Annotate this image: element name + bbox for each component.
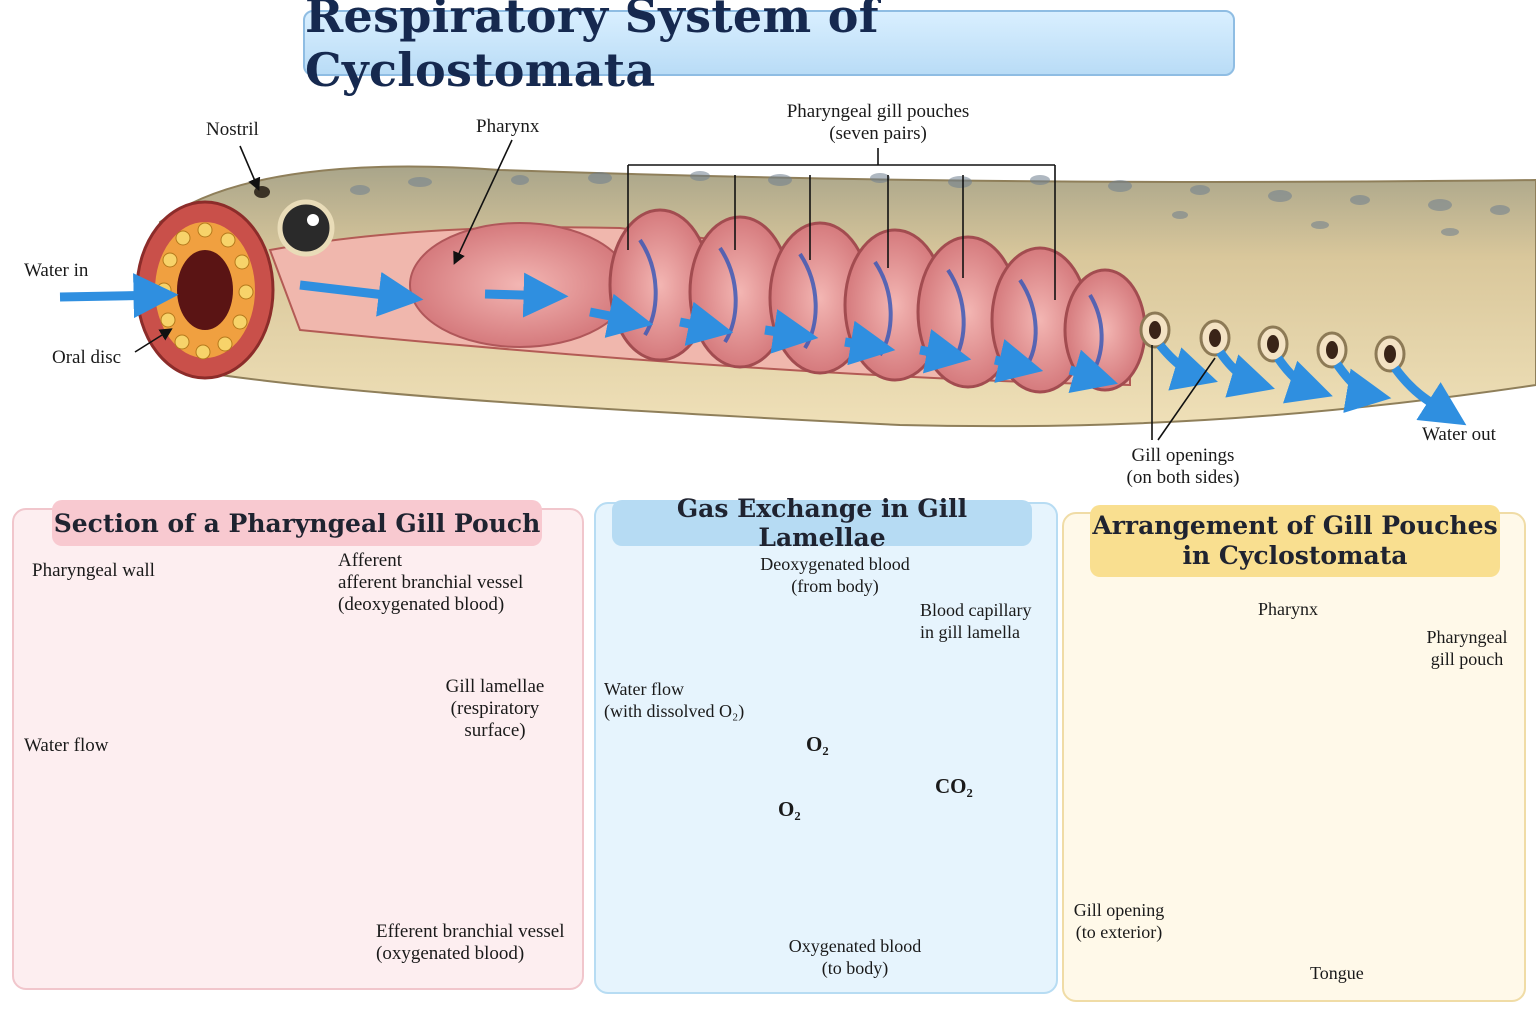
water-flow-arrows [59, 271, 1467, 426]
label-o2-lower: O₂ [778, 797, 801, 821]
main-leader-lines [134, 139, 1216, 441]
label-co2: CO₂ [935, 774, 973, 798]
label-pharynx-panel: Pharynx [1258, 599, 1318, 619]
label-deoxygenated-blood: Deoxygenated blood (from body) [760, 554, 910, 596]
label-oxygenated-blood: Oxygenated blood (to body) [788, 936, 922, 978]
title-banner: Respiratory System of Cyclostomata [303, 0, 1235, 97]
panel-title-arrangement: Arrangement of Gill Pouches in Cyclostom… [1090, 505, 1500, 577]
lamprey-body [59, 165, 1536, 428]
gill-openings [1139, 311, 1406, 373]
label-gill-lamellae: Gill lamellae (respiratory surface) [445, 676, 545, 741]
label-pharyngeal-gill-pouch: Pharyngeal gill pouch [1426, 627, 1508, 669]
label-efferent-vessel: Efferent branchial vessel (oxygenated bl… [376, 921, 565, 964]
oral-disc [135, 200, 275, 380]
label-water-in: Water in [24, 260, 89, 281]
label-pharyngeal-wall: Pharyngeal wall [32, 560, 155, 581]
label-tongue: Tongue [1310, 963, 1364, 983]
panel-title-gas-exchange: Gas Exchange in Gill Lamellae [612, 494, 1032, 552]
panel-pouch-arrangement [1062, 512, 1526, 1002]
page-title: Respiratory System of Cyclostomata [305, 0, 879, 97]
panel-title-section: Section of a Pharyngeal Gill Pouch [52, 500, 542, 546]
panel-gill-pouch-section [12, 508, 584, 990]
label-gill-opening-exterior: Gill opening (to exterior) [1073, 900, 1165, 942]
label-gill-pouches: Pharyngeal gill pouches (seven pairs) [786, 101, 970, 144]
label-afferent-vessel: Afferent afferent branchial vessel (deox… [338, 550, 524, 615]
label-gill-openings: Gill openings (on both sides) [1126, 445, 1240, 488]
label-nostril: Nostril [206, 119, 259, 140]
label-water-flow-o2: Water flow (with dissolved O₂) [604, 679, 745, 721]
label-water-out: Water out [1422, 424, 1496, 445]
pharynx-bulb [409, 222, 631, 348]
nostril-opening [254, 186, 270, 198]
label-water-flow: Water flow [24, 735, 109, 756]
panel-gas-exchange [594, 502, 1058, 994]
label-oral-disc: Oral disc [52, 347, 122, 368]
label-pharynx: Pharynx [476, 116, 540, 137]
label-blood-capillary: Blood capillary in gill lamella [920, 600, 1032, 642]
label-o2-upper: O₂ [806, 732, 829, 756]
eye [277, 199, 335, 257]
